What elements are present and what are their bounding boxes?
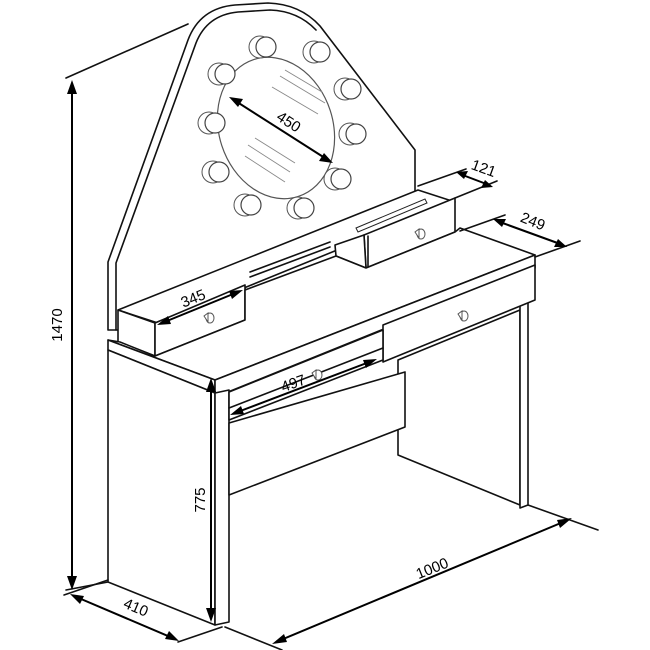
dimension-label-1470: 1470	[49, 308, 66, 341]
bulb-icon	[302, 40, 331, 64]
bulb-icon	[197, 111, 226, 135]
front-left-drawer[interactable]	[228, 329, 384, 421]
dimension-label-1000: 1000	[414, 555, 451, 583]
bulb-icon	[201, 160, 230, 184]
modesty-panel	[228, 371, 406, 496]
dimension-desk-height: 775	[192, 378, 216, 622]
dimension-label-775: 775	[192, 487, 209, 512]
bulb-icon	[338, 122, 367, 146]
knob-icon	[414, 228, 426, 240]
dimension-top-drawer-width: 345	[157, 286, 243, 325]
mirror-bulbs	[197, 35, 367, 220]
desk-top	[107, 227, 536, 394]
bulb-icon	[286, 196, 315, 220]
bulb-icon	[233, 193, 262, 217]
knob-icon	[311, 369, 323, 381]
bulb-icon	[248, 35, 277, 59]
round-mirror	[216, 56, 336, 200]
dimension-total-height: 1470	[49, 23, 189, 591]
dimension-label-410: 410	[121, 595, 151, 620]
bulb-icon	[323, 167, 352, 191]
knob-icon	[457, 310, 469, 322]
dimension-label-121: 121	[469, 157, 498, 182]
dimension-width: 1000	[224, 504, 599, 650]
dimension-small-drawer-depth: 121	[417, 157, 498, 199]
knob-icon	[203, 312, 215, 324]
bulb-icon	[207, 62, 236, 86]
left-side-panel	[107, 349, 230, 626]
bulb-icon	[333, 77, 362, 101]
